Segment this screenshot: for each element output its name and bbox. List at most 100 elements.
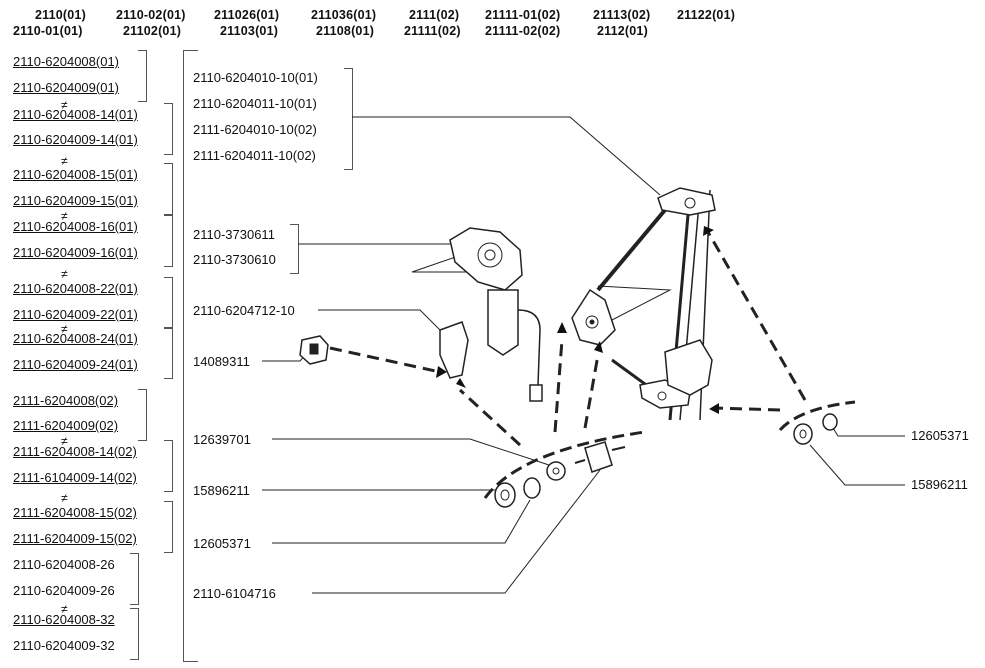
header-col2-line1: 2110-02(01) — [116, 8, 186, 22]
top-carrier — [657, 187, 716, 216]
left-part-number: 2110-6204008-16(01) — [13, 219, 138, 234]
motor-part-number: 2110-3730611 — [193, 227, 275, 242]
header-col4-line1: 211036(01) — [311, 8, 377, 22]
header-col5-line2: 21111(02) — [404, 24, 461, 38]
leader-line — [832, 427, 905, 437]
left-part-number: 2111-6204009-15(02) — [13, 531, 137, 546]
left-part-number: 2110-6204008(01) — [13, 54, 120, 69]
leader-line — [809, 444, 905, 486]
right-nut — [793, 423, 813, 445]
motor-connector — [529, 384, 543, 402]
header-col5-line1: 2111(02) — [409, 8, 460, 22]
bracket-clip — [439, 321, 469, 379]
header-col7-line1: 21113(02) — [593, 8, 651, 22]
group-bracket — [138, 50, 147, 102]
stud-body — [584, 441, 613, 473]
left-part-number: 2111-6204008-15(02) — [13, 505, 137, 520]
header-col8-line1: 21122(01) — [677, 8, 736, 22]
header-col2-line2: 21102(01) — [123, 24, 182, 38]
left-part-number: 2111-6204008-14(02) — [13, 444, 137, 459]
bracket-part-number: 2110-6204712-10 — [193, 303, 295, 318]
left-part-number: 2110-6204008-26 — [13, 557, 115, 572]
carrier-hole — [684, 197, 696, 209]
group-bracket — [130, 553, 139, 605]
motor-bracket — [290, 224, 299, 274]
left-part-number: 2110-6204009-14(01) — [13, 132, 138, 147]
change-mark: ≠ — [61, 491, 68, 505]
change-mark: ≠ — [61, 322, 68, 336]
header-col4-line2: 21108(01) — [316, 24, 375, 38]
leader-line — [318, 309, 446, 336]
left-part-number: 2110-6204008-24(01) — [13, 331, 138, 346]
nut-part-number: 15896211 — [193, 483, 250, 498]
stud-part-number: 2110-6104716 — [193, 586, 276, 601]
motor-part-number: 2110-3730610 — [193, 252, 276, 267]
left-part-number: 2110-6204008-15(01) — [13, 167, 138, 182]
leader-line — [352, 116, 661, 196]
left-part-number: 2110-6204009-32 — [13, 638, 115, 653]
group-bracket — [164, 501, 173, 553]
spring-washer — [523, 477, 541, 499]
leader-line — [312, 469, 601, 594]
spring-washer-part-number: 12605371 — [193, 536, 251, 551]
change-mark: ≠ — [61, 267, 68, 281]
window-motor — [449, 227, 523, 291]
callout-column-bracket — [183, 50, 198, 662]
group-bracket — [138, 389, 147, 441]
washer-part-number: 12639701 — [193, 432, 251, 447]
group-bracket — [164, 163, 173, 215]
panel-arc — [483, 430, 646, 499]
assembly-arrow — [706, 231, 807, 401]
right-washer — [822, 413, 838, 431]
header-col7-line2: 2112(01) — [597, 24, 648, 38]
regulator-bracket — [344, 68, 353, 170]
assembly-arrow — [553, 339, 564, 433]
regulator-drive — [664, 339, 713, 396]
regulator-part-number: 2111-6204010-10(02) — [193, 122, 317, 137]
left-part-number: 2110-6204009(01) — [13, 80, 120, 95]
leader-line — [272, 499, 531, 544]
group-bracket — [164, 103, 173, 155]
group-bracket — [164, 327, 173, 379]
right-nut-part-number: 15896211 — [911, 477, 968, 492]
leader-line — [272, 438, 553, 467]
left-part-number: 2110-6204009-26 — [13, 583, 115, 598]
assembly-arrow — [714, 406, 781, 412]
change-mark: ≠ — [61, 209, 68, 223]
assembly-arrow — [329, 346, 441, 374]
regulator-part-number: 2111-6204011-10(02) — [193, 148, 316, 163]
change-mark: ≠ — [61, 434, 68, 448]
motor-body — [487, 289, 519, 356]
change-mark: ≠ — [61, 98, 68, 112]
plane-line — [597, 285, 672, 321]
header-col3-line2: 21103(01) — [220, 24, 279, 38]
group-bracket — [130, 608, 139, 660]
header-col6-line2: 21111-02(02) — [485, 24, 561, 38]
assembly-arrow — [458, 388, 522, 447]
right-washer-part-number: 12605371 — [911, 428, 969, 443]
left-part-number: 2110-6204009-22(01) — [13, 307, 138, 322]
group-bracket — [164, 215, 173, 267]
nut — [494, 482, 516, 508]
left-part-number: 2110-6204008-14(01) — [13, 107, 138, 122]
group-bracket — [164, 440, 173, 492]
regulator-cable — [596, 208, 667, 292]
change-mark: ≠ — [61, 154, 68, 168]
clip-part-number: 14089311 — [193, 354, 250, 369]
left-part-number: 2111-6204009(02) — [13, 418, 119, 433]
pulley-bracket — [571, 288, 616, 346]
header-col6-line1: 21111-01(02) — [485, 8, 561, 22]
left-part-number: 2110-6204008-32 — [13, 612, 115, 627]
left-part-number: 2110-6204009-24(01) — [13, 357, 138, 372]
header-col1-line2: 2110-01(01) — [13, 24, 83, 38]
group-bracket — [164, 277, 173, 329]
left-part-number: 2110-6204008-22(01) — [13, 281, 138, 296]
header-col1-line1: 2110(01) — [35, 8, 86, 22]
regulator-part-number: 2110-6204011-10(01) — [193, 96, 317, 111]
left-part-number: 2111-6204008(02) — [13, 393, 119, 408]
washer — [546, 461, 566, 481]
left-part-number: 2111-6104009-14(02) — [13, 470, 137, 485]
change-mark: ≠ — [61, 602, 68, 616]
assembly-arrow — [583, 354, 600, 429]
